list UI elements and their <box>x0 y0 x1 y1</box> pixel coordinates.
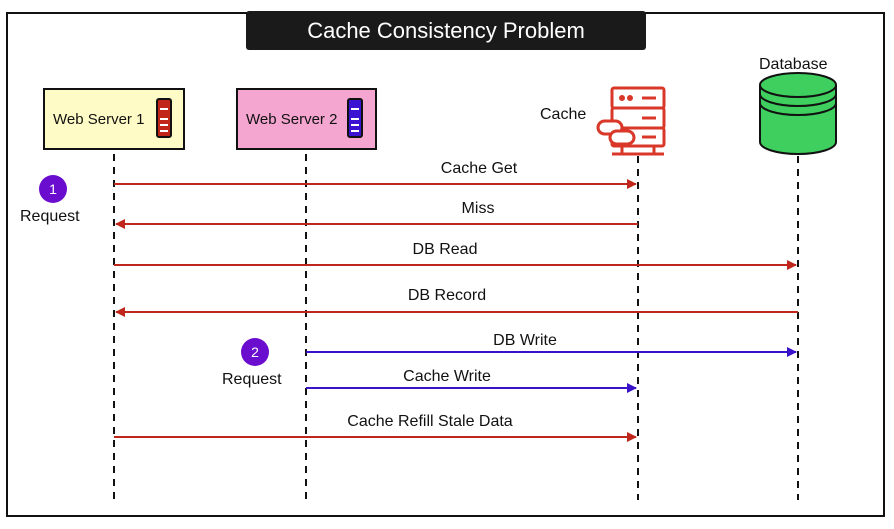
message-label-db-record: DB Record <box>407 287 487 304</box>
message-label-miss: Miss <box>461 200 495 217</box>
message-label-cache-get: Cache Get <box>440 160 518 177</box>
database-label: Database <box>759 56 828 73</box>
request-2-badge: 2 <box>241 338 269 366</box>
web-server-1-label: Web Server 1 <box>53 110 145 128</box>
web-server-2-box: Web Server 2 <box>236 88 377 150</box>
web-server-2-label: Web Server 2 <box>246 110 338 128</box>
web-server-2-icon <box>347 98 363 138</box>
cache-link-icon <box>596 119 636 146</box>
message-label-db-write: DB Write <box>493 332 557 349</box>
web-server-1-icon <box>156 98 172 138</box>
message-label-db-read: DB Read <box>412 241 478 258</box>
database-icon <box>759 72 837 155</box>
cache-server-icon <box>610 86 666 156</box>
request-2-label: Request <box>222 371 282 388</box>
web-server-1-box: Web Server 1 <box>43 88 185 150</box>
message-label-cache-write: Cache Write <box>403 368 491 385</box>
message-label-cache-refill-stale-data: Cache Refill Stale Data <box>347 413 513 430</box>
request-1-badge: 1 <box>39 175 67 203</box>
request-1-label: Request <box>20 208 80 225</box>
diagram-title: Cache Consistency Problem <box>246 11 646 50</box>
cache-label: Cache <box>540 106 587 123</box>
